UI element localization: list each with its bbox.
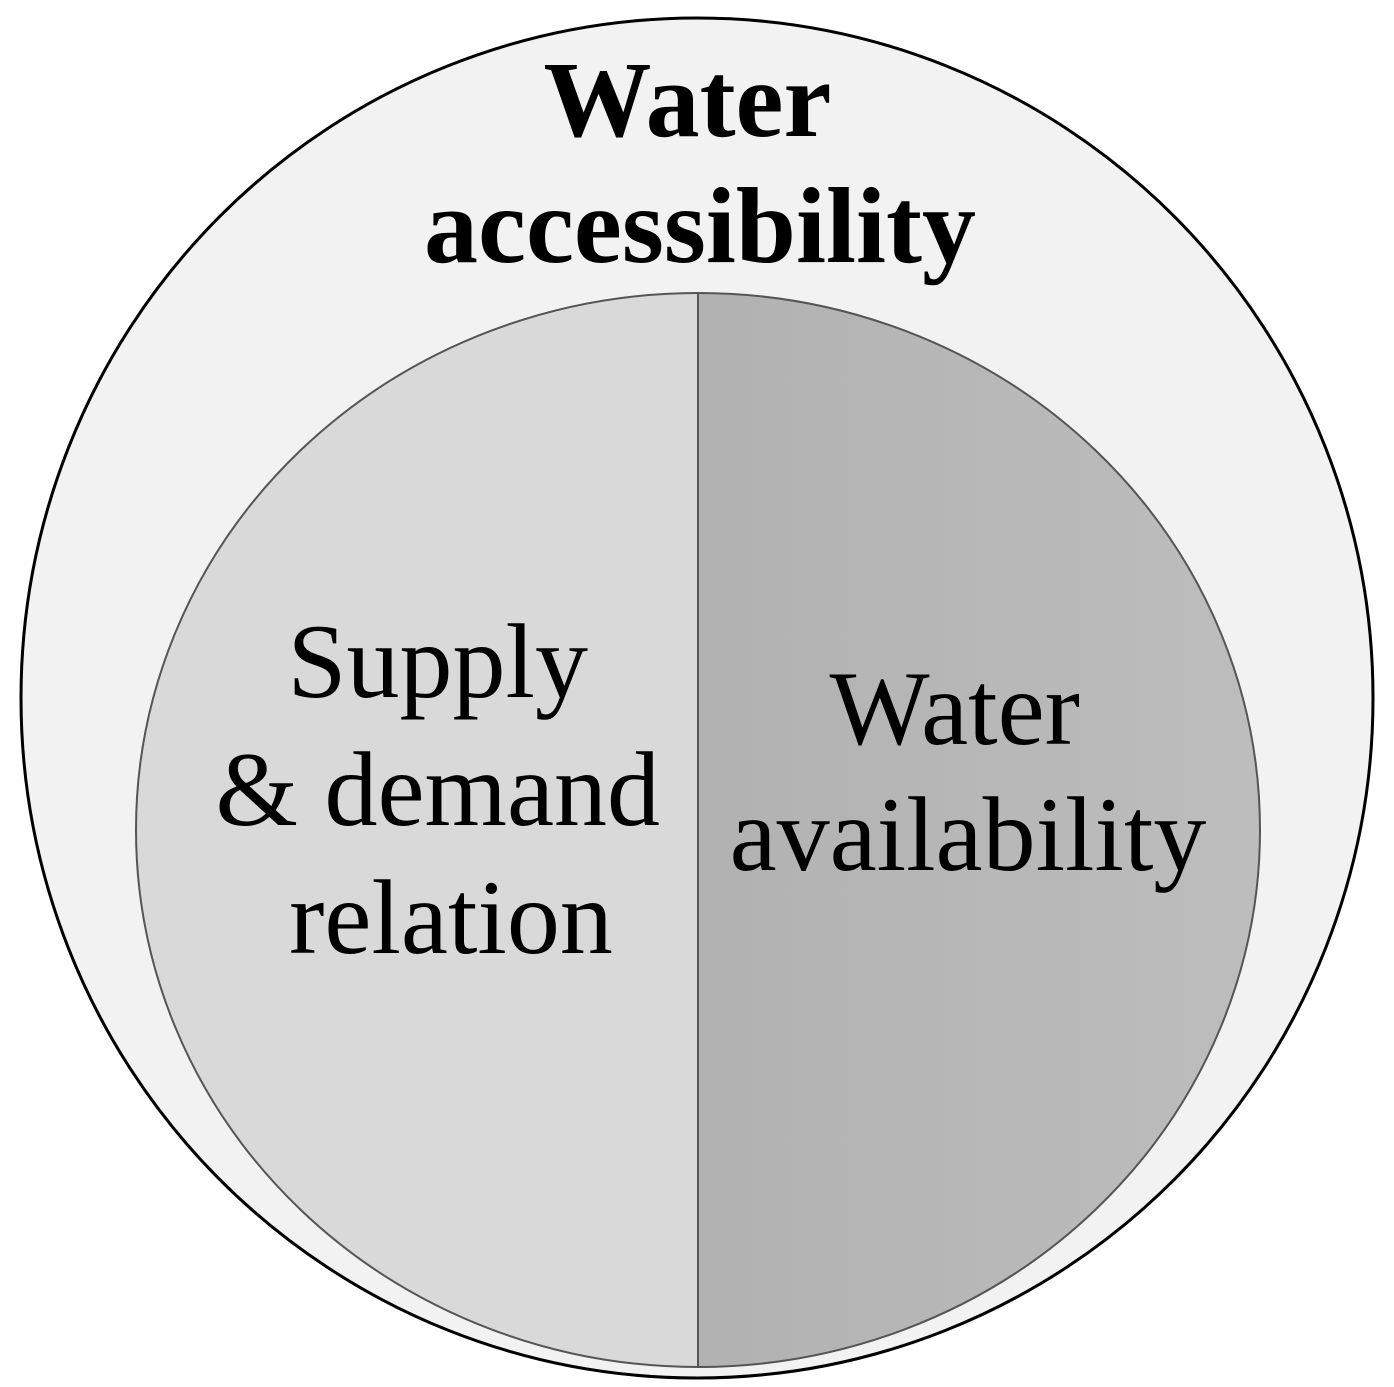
outer-title-line: Water [544, 41, 830, 160]
inner-left-half [136, 293, 698, 1367]
inner-right-label-line: availability [730, 776, 1207, 893]
outer-title-line: accessibility [424, 167, 976, 286]
inner-left-label-line: & demand [216, 731, 661, 848]
inner-left-label-line: relation [289, 859, 613, 976]
outer-title: Water accessibility [424, 41, 976, 286]
inner-right-label: Water availability [730, 650, 1207, 893]
inner-left-label: Supply & demand relation [216, 603, 687, 976]
inner-right-label-line: Water [830, 650, 1080, 767]
inner-left-label-line: Supply [288, 603, 588, 720]
inner-right-half [698, 293, 1260, 1367]
